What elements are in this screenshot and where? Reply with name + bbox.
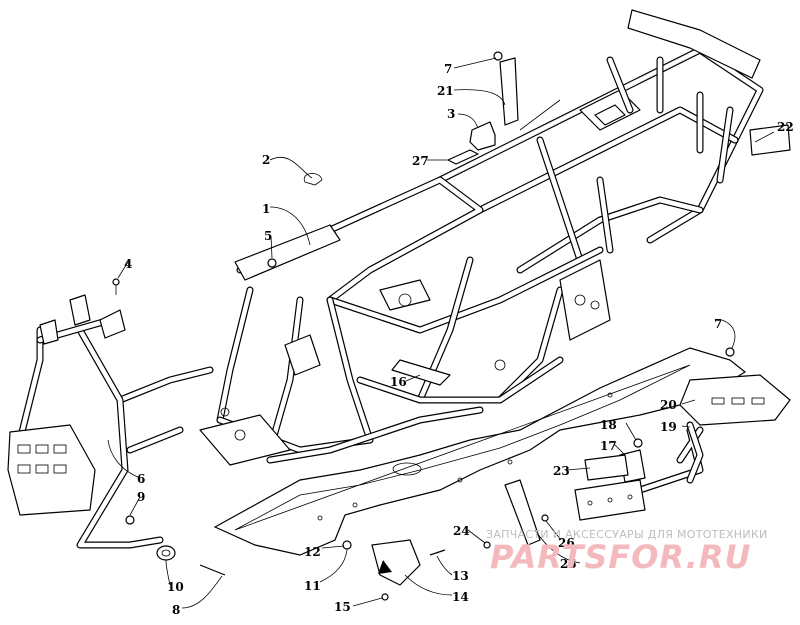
callout-3: 3 (447, 107, 455, 121)
callout-17: 17 (600, 439, 617, 453)
callout-20: 20 (660, 398, 677, 412)
callout-5: 5 (264, 229, 272, 243)
callout-13: 13 (452, 569, 469, 583)
callout-10: 10 (167, 580, 184, 594)
callout-15: 15 (334, 600, 351, 614)
rear-upper-frame (436, 9, 764, 274)
callout-21: 21 (437, 84, 454, 98)
callout-labels: 1 2 3 4 5 6 7 7 8 9 10 11 12 13 14 15 16… (124, 62, 794, 617)
leader-lines (107, 57, 775, 609)
callout-9: 9 (137, 490, 145, 504)
callout-4: 4 (124, 257, 132, 271)
callout-23: 23 (553, 464, 570, 478)
callout-16: 16 (390, 375, 407, 389)
callout-7a: 7 (444, 62, 452, 76)
callout-22: 22 (777, 120, 794, 134)
callout-14: 14 (452, 590, 469, 604)
callout-8: 8 (172, 603, 180, 617)
callout-11: 11 (304, 579, 321, 593)
front-bumper (7, 294, 214, 549)
loose-parts (112, 51, 791, 601)
callout-6: 6 (137, 472, 145, 486)
watermark-logo: PARTSFOR.RU (490, 538, 752, 576)
callout-25: 25 (560, 557, 577, 571)
callout-7b: 7 (714, 317, 722, 331)
callout-27: 27 (412, 154, 429, 168)
callout-19: 19 (660, 420, 677, 434)
callout-12: 12 (304, 545, 321, 559)
watermark-caption: ЗАПЧАСТИ И АКСЕССУАРЫ ДЛЯ МОТОТЕХНИКИ (486, 528, 768, 541)
skid-plate (213, 347, 747, 556)
callout-2: 2 (262, 153, 270, 167)
callout-18: 18 (600, 418, 617, 432)
callout-24: 24 (453, 524, 470, 538)
main-frame (199, 176, 611, 466)
callout-1: 1 (262, 202, 270, 216)
callout-26: 26 (558, 536, 575, 550)
